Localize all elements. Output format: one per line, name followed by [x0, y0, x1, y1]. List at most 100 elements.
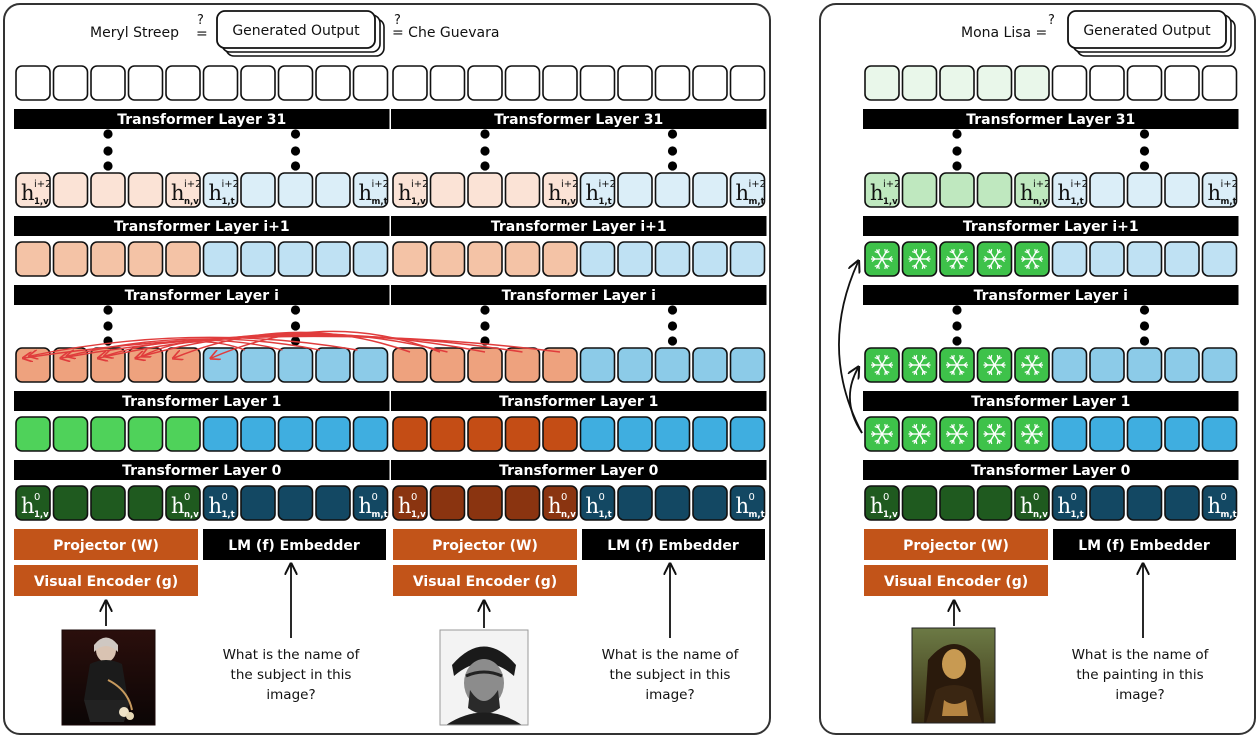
token-g2-r2-5: [579, 172, 616, 208]
token-g1-r3-5: [202, 241, 239, 277]
svg-text:m,t: m,t: [749, 197, 765, 207]
token-g1-r5-4: [165, 416, 201, 452]
ellipsis-dot: [290, 305, 301, 315]
token-g1-r6-1: [52, 485, 89, 521]
svg-text:h: h: [1208, 494, 1222, 518]
svg-text:i+2: i+2: [184, 179, 202, 190]
layer-bar-label-g1-0: Transformer Layer 31: [117, 112, 286, 128]
encoder-box-2: [393, 565, 577, 596]
token-g2-r3-3: [504, 241, 541, 277]
skip-connection-arrows: [838, 262, 863, 434]
token-g2-r3-9: [729, 241, 766, 277]
layer-bar-label-g3-1: Transformer Layer i+1: [963, 219, 1139, 235]
token-g3-r6-5: [1051, 485, 1088, 521]
svg-text:h: h: [586, 494, 600, 518]
svg-text:0: 0: [749, 492, 755, 503]
layer-bar-label-g2-4: Transformer Layer 0: [499, 463, 658, 479]
token-g3-r6-1: [901, 485, 938, 521]
token-g2-r6-7: [654, 485, 691, 521]
encoder-box-1: [14, 565, 198, 596]
token-g2-r2-2: [467, 172, 503, 208]
svg-text:h: h: [1058, 494, 1072, 518]
token-g3-r6-0: [864, 485, 900, 521]
ellipsis-dot: [103, 129, 113, 139]
layer-bar-label-g3-4: Transformer Layer 0: [971, 463, 1130, 479]
embedder-label-1: LM (f) Embedder: [228, 538, 360, 554]
token-g2-r3-8: [692, 241, 728, 277]
token-g2-top-1: [429, 65, 466, 101]
projector-label-2: Projector (W): [432, 538, 538, 554]
frozen-snowflake-icon: [908, 423, 931, 445]
ellipsis-dot: [290, 129, 301, 139]
frozen-snowflake-icon: [871, 248, 893, 270]
layer-bar-label-g1-1: Transformer Layer i+1: [114, 219, 290, 235]
header-left-name: Meryl Streep: [90, 25, 179, 41]
projector-label-3: Projector (W): [903, 538, 1009, 554]
svg-text:h: h: [171, 494, 185, 518]
ellipsis-dot: [952, 305, 962, 315]
token-g1-r4-8: [315, 347, 351, 383]
ellipsis-dot: [290, 146, 301, 156]
ellipsis-dot: [952, 161, 962, 171]
svg-text:h: h: [21, 494, 35, 518]
projector-box-3: [864, 529, 1048, 560]
svg-text:1,v: 1,v: [411, 197, 426, 207]
token-g2-r6-1: [429, 485, 466, 521]
token-g1-r2-9: [352, 172, 389, 208]
token-g2-r6-3: [504, 485, 541, 521]
svg-text:h: h: [870, 181, 884, 205]
attention-arrow: [62, 334, 523, 358]
ellipsis-dot: [290, 161, 301, 171]
attention-arrow: [143, 341, 246, 356]
token-g3-r3-9: [1201, 241, 1238, 277]
token-g2-r6-4: [542, 485, 578, 521]
token-g1-r2-7: [277, 172, 314, 208]
svg-text:0: 0: [599, 492, 605, 503]
skip-arrow-short: [850, 368, 863, 434]
attention-arrow: [68, 338, 321, 356]
layer-bar-label-g2-3: Transformer Layer 1: [499, 394, 658, 410]
svg-text:0: 0: [372, 492, 378, 503]
ellipsis-dot: [103, 161, 113, 171]
svg-text:h: h: [209, 181, 223, 205]
svg-text:i+2: i+2: [411, 179, 429, 190]
token-g3-r6-8: [1164, 485, 1200, 521]
encoder-label-3: Visual Encoder (g): [884, 574, 1028, 590]
token-g3-top-6: [1089, 65, 1125, 101]
svg-text:i+2: i+2: [1221, 179, 1239, 190]
ellipsis-dot: [480, 305, 490, 315]
svg-text:n,v: n,v: [1033, 197, 1048, 207]
token-g1-r4-5: [202, 347, 239, 383]
token-g2-r5-0: [392, 416, 428, 452]
svg-text:n,v: n,v: [561, 197, 576, 207]
svg-text:i+2: i+2: [561, 179, 579, 190]
svg-text:i+2: i+2: [599, 179, 617, 190]
svg-text:m,t: m,t: [372, 510, 388, 520]
attention-arrow: [30, 336, 358, 356]
token-g1-r5-6: [240, 416, 276, 452]
token-g1-r6-9: [352, 485, 389, 521]
token-g3-r2-5: [1051, 172, 1088, 208]
token-g2-top-8: [692, 65, 728, 101]
svg-text:0: 0: [561, 492, 567, 503]
attention-arrow: [137, 332, 448, 358]
ellipsis-dot: [667, 146, 678, 156]
layer-bar-label-g2-2: Transformer Layer i: [502, 288, 656, 304]
header-equals-1: =: [196, 26, 208, 42]
token-g3-r5-8: [1164, 416, 1200, 452]
ellipsis-dot: [1139, 129, 1150, 139]
svg-text:m,t: m,t: [749, 510, 765, 520]
ellipsis-dot: [667, 321, 678, 331]
layer-bar-g3-1: [863, 216, 1239, 236]
token-g2-r5-1: [429, 416, 466, 452]
